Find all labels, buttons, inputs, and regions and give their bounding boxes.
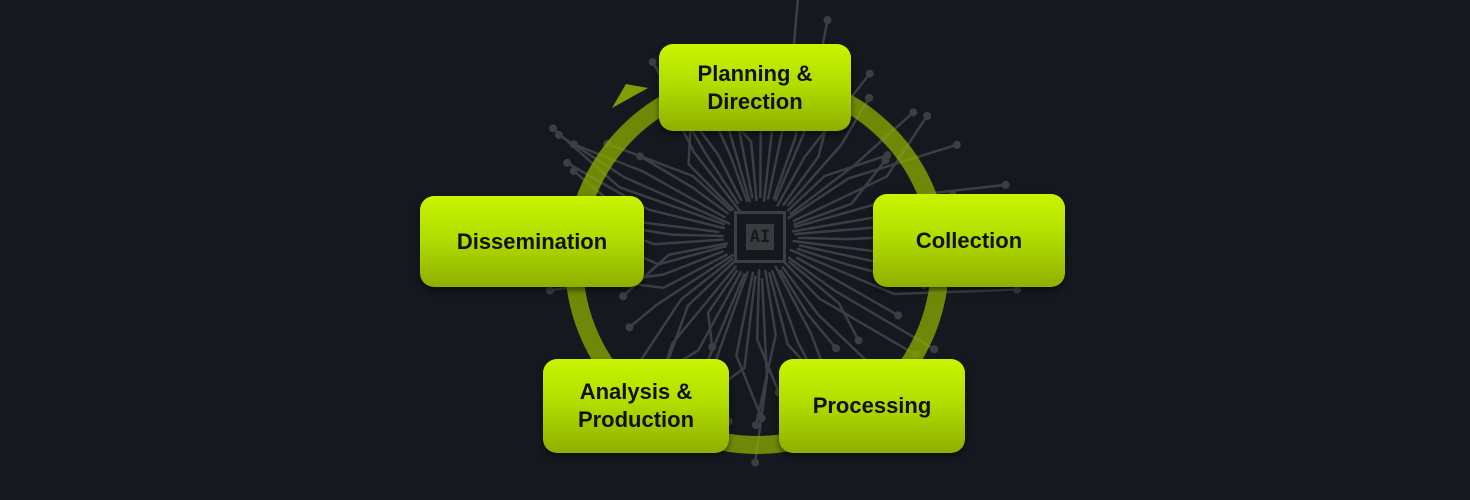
circuit-trace <box>706 269 739 348</box>
circuit-node <box>930 345 939 354</box>
circuit-node <box>894 311 903 320</box>
circuit-node <box>1013 285 1022 294</box>
circuit-node <box>909 108 918 117</box>
circuit-trace <box>792 115 929 223</box>
circuit-trace <box>787 256 936 351</box>
circuit-node <box>854 336 863 345</box>
circuit-node <box>923 111 932 120</box>
stage-collection: Collection <box>873 194 1065 287</box>
circuit-node <box>881 156 890 165</box>
circuit-trace <box>789 248 1018 296</box>
ai-chip-icon: AI <box>734 211 786 263</box>
circuit-node <box>648 58 657 67</box>
circuit-trace <box>795 256 899 317</box>
circuit-node <box>563 158 572 167</box>
circuit-trace <box>779 269 838 350</box>
circuit-node <box>865 69 874 78</box>
ai-chip-label: AI <box>745 224 775 250</box>
circuit-trace <box>783 261 917 356</box>
circuit-node <box>546 286 555 295</box>
circuit-trace <box>625 257 734 382</box>
circuit-trace <box>755 269 781 394</box>
circuit-trace <box>787 260 860 342</box>
stage-processing: Processing <box>779 359 965 453</box>
circuit-node <box>1001 180 1010 189</box>
circuit-trace <box>735 271 763 419</box>
circuit-node <box>752 420 761 429</box>
circuit-trace <box>639 155 730 215</box>
stage-dissemination: Dissemination <box>420 196 644 287</box>
circuit-node <box>708 342 717 351</box>
circuit-node <box>952 140 961 149</box>
circuit-trace <box>786 153 888 213</box>
circuit-node <box>823 16 832 25</box>
circuit-trace <box>628 253 734 329</box>
circuit-trace <box>753 278 769 463</box>
circuit-node <box>554 130 563 139</box>
circuit-trace <box>713 120 749 203</box>
cycle-arrowhead-icon <box>612 84 648 108</box>
circuit-node <box>625 323 634 332</box>
circuit-trace <box>628 253 729 290</box>
stage-planning-direction: Planning & Direction <box>659 44 851 131</box>
circuit-node <box>865 93 874 102</box>
circuit-node <box>619 292 628 301</box>
circuit-node <box>751 458 760 467</box>
circuit-trace <box>781 265 877 371</box>
stage-analysis-production: Analysis & Production <box>543 359 729 453</box>
circuit-node <box>832 344 841 353</box>
circuit-node <box>757 414 766 423</box>
circuit-trace <box>687 128 735 212</box>
circuit-trace <box>661 258 738 375</box>
circuit-trace <box>573 143 727 219</box>
circuit-trace <box>792 159 887 227</box>
circuit-trace <box>558 133 731 225</box>
circuit-node <box>569 140 578 149</box>
circuit-trace <box>787 143 958 220</box>
circuit-trace <box>754 269 777 426</box>
circuit-node <box>549 124 558 133</box>
circuit-trace <box>606 142 733 212</box>
